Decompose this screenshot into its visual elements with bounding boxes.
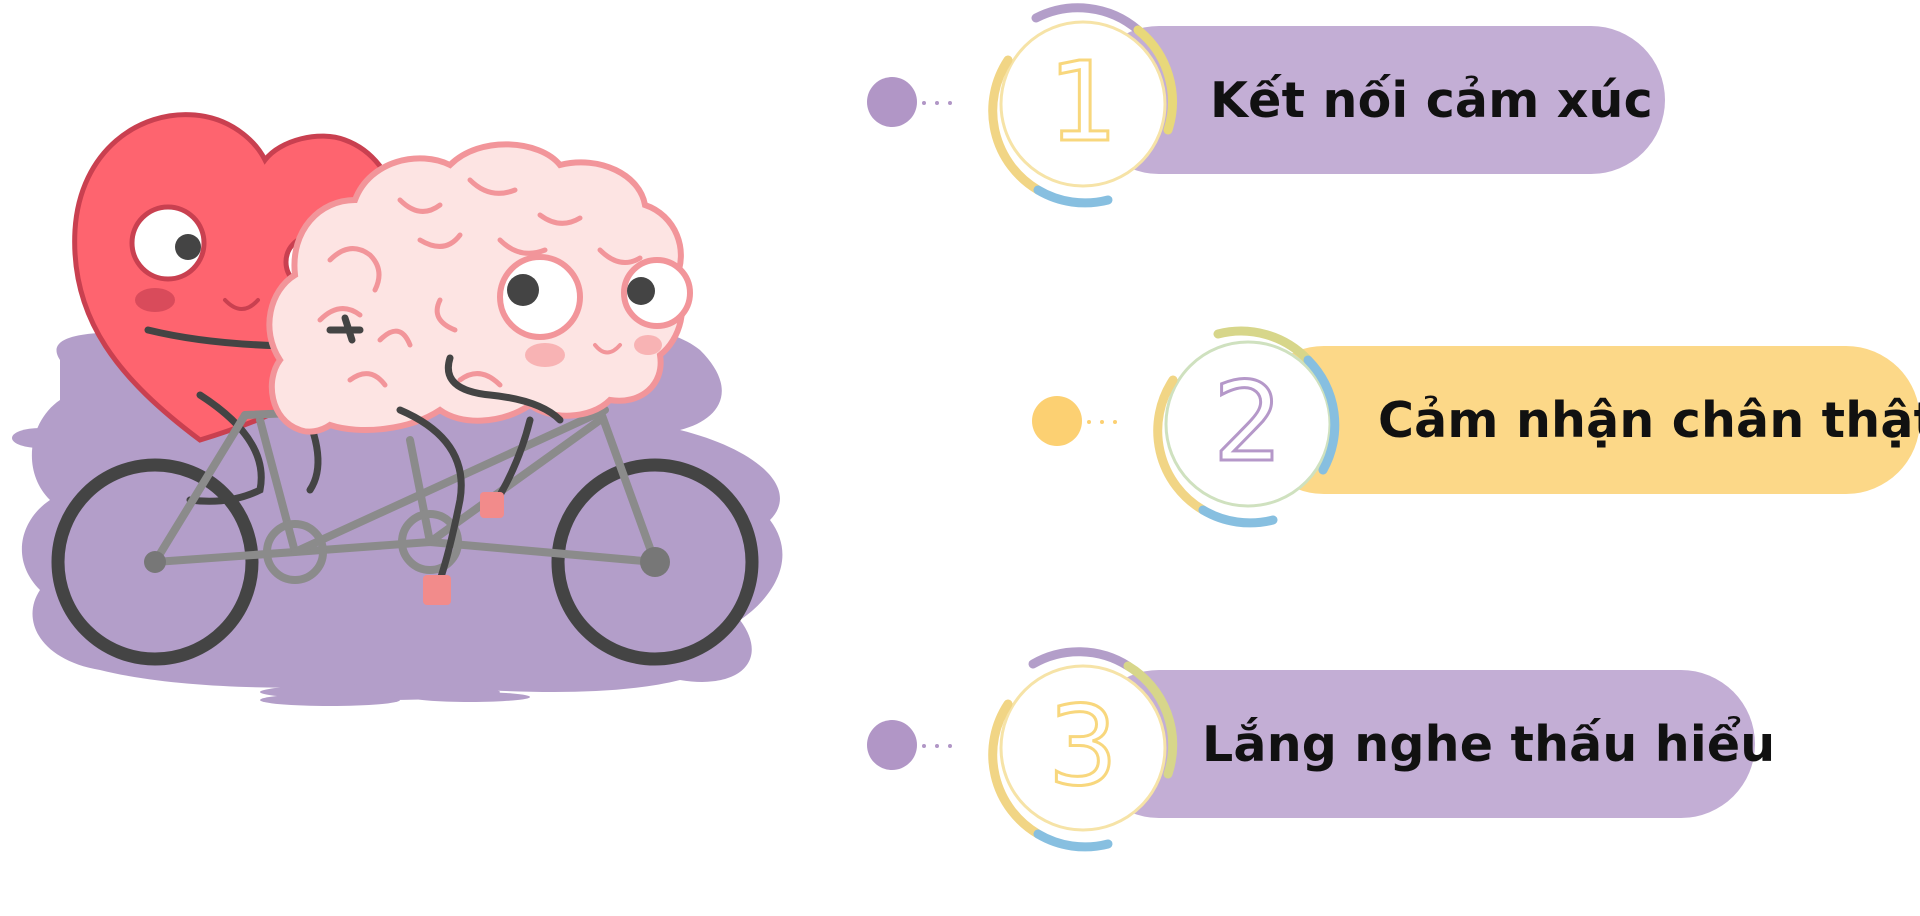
step-1-number: 1 (1048, 38, 1118, 166)
step-1-dot (867, 77, 917, 127)
step-3-badge: 3 (988, 647, 1178, 852)
step-1-connector (922, 100, 952, 106)
step-3-number: 3 (1048, 682, 1118, 810)
step-2-number: 2 (1213, 358, 1283, 486)
step-2-dot (1032, 396, 1082, 446)
step-3-label: Lắng nghe thấu hiểu (1202, 715, 1776, 773)
step-1-badge: 1 (988, 3, 1177, 208)
step-3-pill: Lắng nghe thấu hiểu (1085, 670, 1775, 818)
step-2-pill: Cảm nhận chân thật (1250, 346, 1920, 494)
step-1-label: Kết nối cảm xúc (1210, 71, 1653, 129)
step-3-dot (867, 720, 917, 770)
step-2-label: Cảm nhận chân thật (1378, 391, 1920, 449)
step-2-badge: 2 (1153, 326, 1340, 528)
brain-character-icon (266, 141, 693, 605)
step-3-connector (922, 743, 952, 749)
step-2-connector (1087, 419, 1117, 425)
step-1-pill: Kết nối cảm xúc (1085, 26, 1665, 174)
heart-brain-bicycle-illustration (12, 112, 783, 706)
